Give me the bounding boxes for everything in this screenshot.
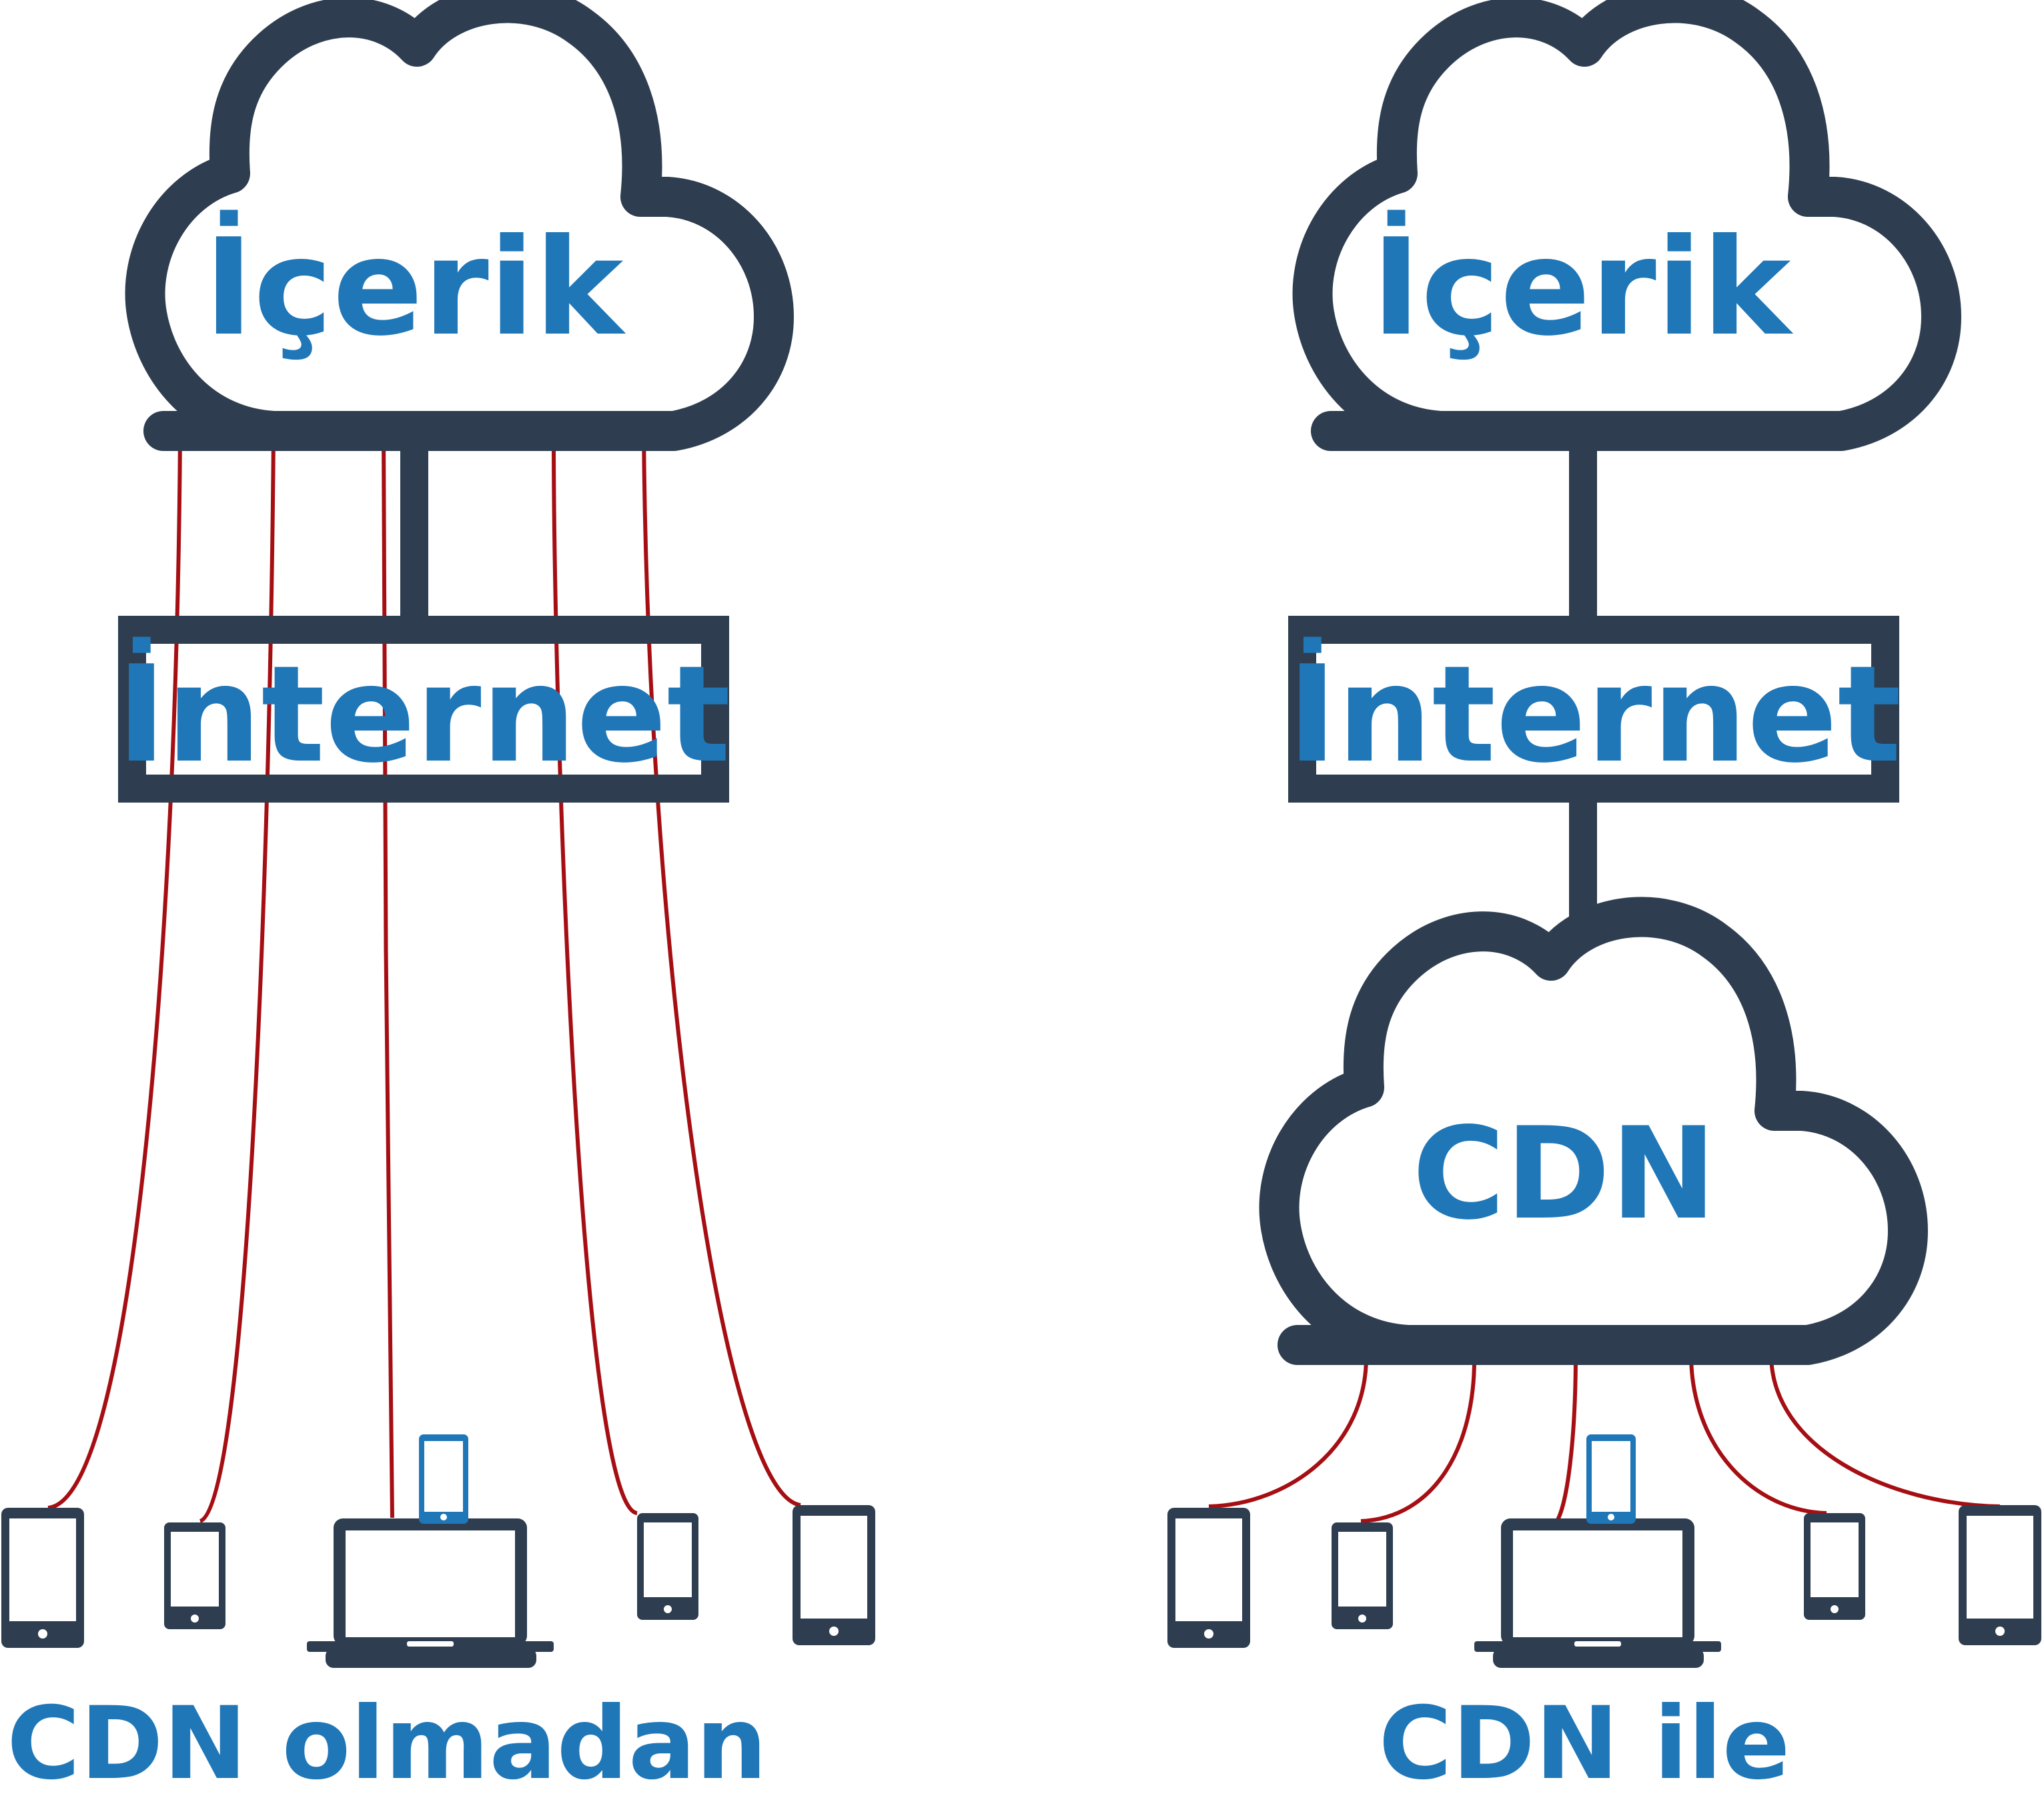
left-line-4: [552, 434, 638, 1515]
left-laptop: [307, 1434, 554, 1668]
left-line-1: [47, 434, 182, 1510]
right-cloud-label: İçerik: [1372, 209, 1794, 366]
right-connector-bottom: [1569, 801, 1597, 921]
left-caption: CDN olmadan: [7, 1686, 767, 1802]
right-tablet-1: [1167, 1508, 1250, 1648]
left-diagram: İçerik İnternet CDN olmadan: [1, 3, 875, 1802]
right-devices: [1167, 1434, 2041, 1668]
right-line-3: [1552, 1354, 1578, 1526]
left-internet-label: İnternet: [117, 636, 730, 793]
right-phone-1: [1332, 1522, 1393, 1629]
left-connector-top: [400, 435, 428, 618]
right-line-1: [1208, 1354, 1369, 1508]
right-phone-2: [1804, 1513, 1865, 1620]
right-line-2: [1360, 1354, 1477, 1523]
right-connection-lines: [1208, 1354, 2001, 1526]
left-tablet-2: [793, 1505, 875, 1645]
right-internet-box: [1288, 616, 1899, 803]
left-phone-1: [164, 1522, 225, 1629]
right-internet-label: İnternet: [1288, 636, 1901, 793]
right-connector-top: [1569, 435, 1597, 618]
left-line-3: [382, 434, 394, 1518]
left-line-5: [642, 428, 801, 1507]
left-internet-box: [118, 616, 729, 803]
left-phone-2: [637, 1513, 698, 1620]
left-devices: [1, 1434, 875, 1668]
right-laptop: [1474, 1434, 1721, 1668]
left-cloud-label: İçerik: [204, 209, 626, 366]
right-line-5: [1769, 1354, 2001, 1508]
left-line-2: [199, 434, 276, 1523]
right-diagram: İçerik İnternet CDN CDN ile: [1167, 3, 2041, 1802]
right-caption: CDN ile: [1379, 1686, 1791, 1802]
cdn-label: CDN: [1412, 1100, 1716, 1248]
left-tablet-1: [1, 1508, 84, 1648]
right-tablet-2: [1959, 1505, 2041, 1645]
right-line-4: [1689, 1354, 1827, 1515]
